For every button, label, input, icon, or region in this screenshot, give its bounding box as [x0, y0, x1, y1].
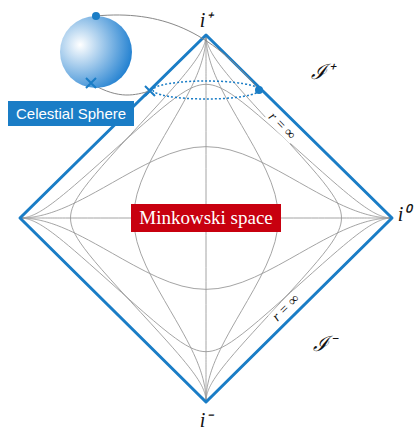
node-text: Celestial Sphere	[16, 105, 126, 122]
region-label-box: Minkowski space	[131, 204, 281, 232]
edge-note: r = ∞	[264, 108, 299, 143]
boundary-name: ℐ⁺	[311, 62, 334, 83]
node-text: Minkowski space	[139, 207, 273, 229]
callout-box: Celestial Sphere	[8, 101, 134, 126]
sphere-dot	[92, 12, 100, 20]
boundary-name: i⁻	[200, 410, 213, 430]
sphere-cross	[86, 78, 96, 88]
boundary-name: ℐ⁻	[313, 334, 336, 355]
boundary-name: i⁺	[200, 10, 213, 30]
edge-note: r = ∞	[268, 290, 303, 325]
celestial-sphere	[60, 16, 132, 88]
circle-cross	[145, 86, 155, 96]
circle-dot	[255, 86, 263, 94]
diamond-boundary	[20, 35, 392, 402]
coordinate-grid	[20, 35, 392, 402]
boundary-name: i⁰	[398, 204, 411, 224]
celestial-circle	[153, 81, 259, 99]
